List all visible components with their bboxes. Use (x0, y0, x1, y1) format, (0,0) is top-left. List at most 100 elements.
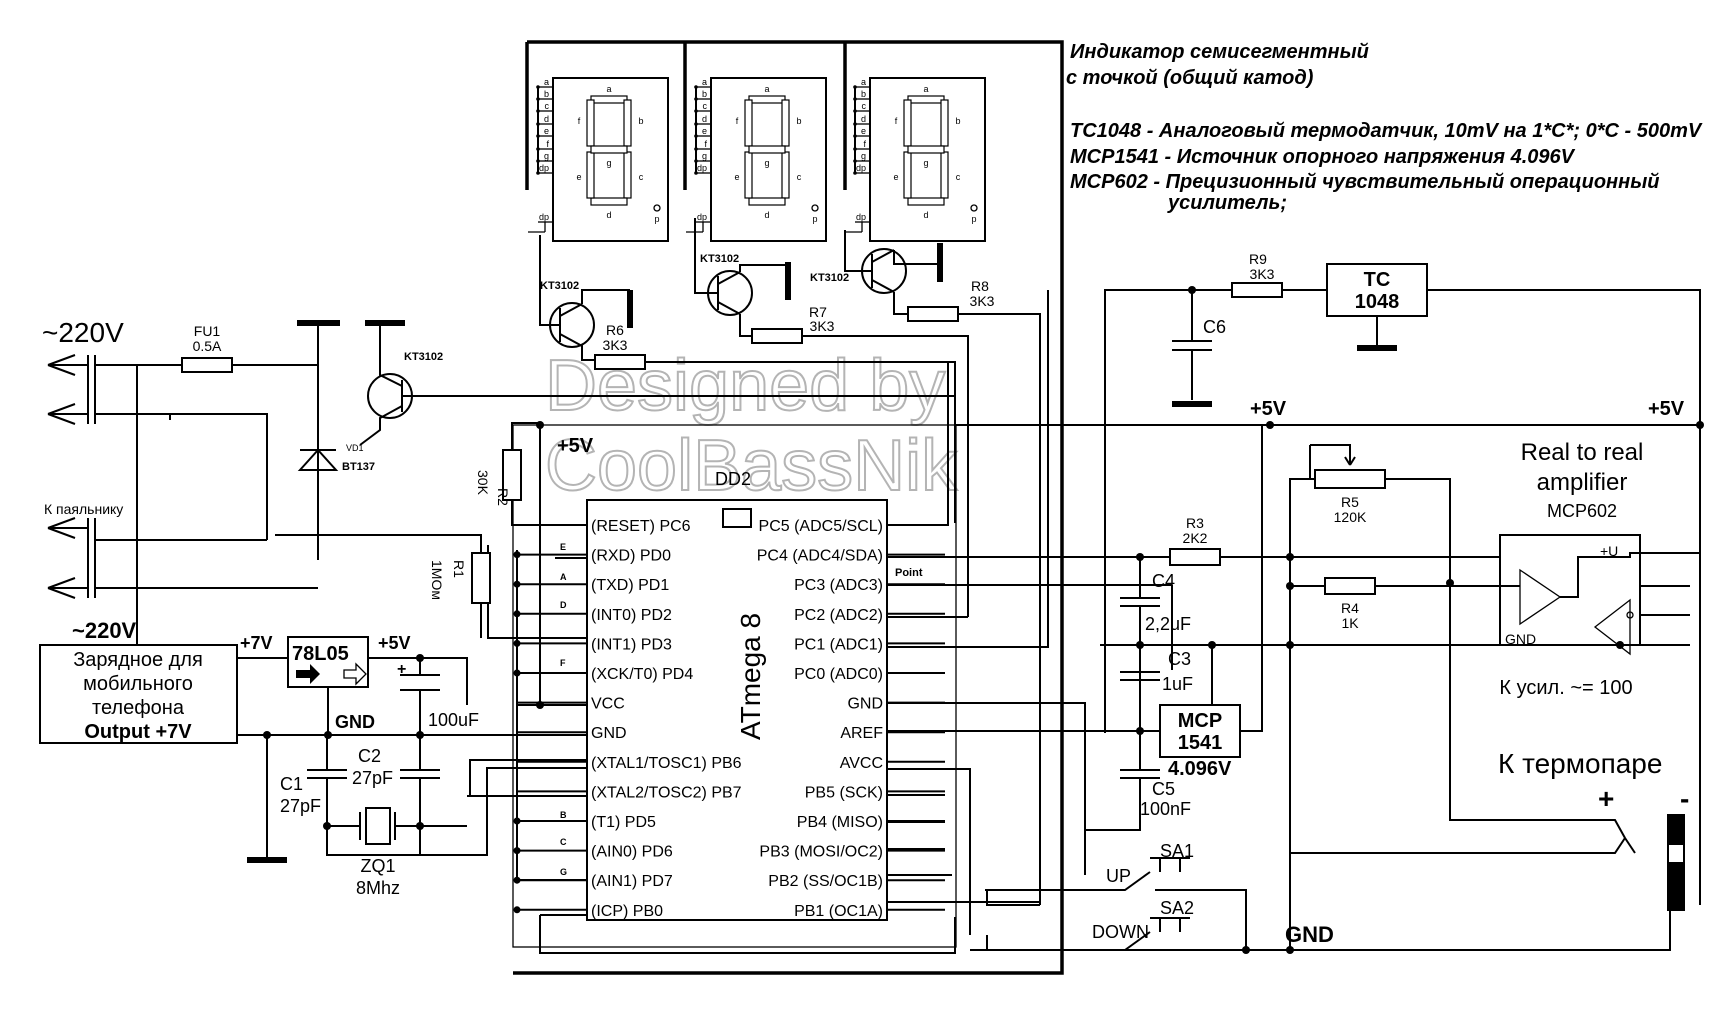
note-line2: с точкой (общий катод) (1066, 67, 1314, 89)
amp-gnd: GND (1505, 631, 1536, 647)
r3-ref: R3 (1186, 515, 1204, 531)
tc-line2: 1048 (1355, 291, 1400, 313)
mcu-right-pin-label: PC3 (ADC3) (794, 577, 883, 594)
display-pin-label: c (862, 101, 867, 111)
plus7-label: +7V (240, 633, 273, 653)
mcp-line1: MCP (1178, 710, 1222, 732)
segment-label: d (606, 210, 611, 220)
c6-label: C6 (1203, 317, 1226, 337)
display-pin-label: g (702, 151, 707, 161)
decimal-point (970, 204, 978, 212)
mcu-right-pin-label: AVCC (840, 755, 883, 772)
charger-line3: телефона (92, 697, 185, 719)
resistor-r7: R7 3K3 (751, 304, 969, 617)
mcu-supply-label: +5V (557, 435, 594, 457)
mcu-left-pin-label: (AIN1) PD7 (591, 873, 673, 890)
segment-e (586, 151, 595, 199)
segment-label: d (923, 210, 928, 220)
segment-c (940, 151, 949, 199)
mcu-left-pin-label: (INT1) PD3 (591, 636, 672, 653)
display-pin-label: a (544, 77, 549, 87)
fuse-value: 0.5A (193, 338, 222, 354)
display-pin-label: d (702, 114, 707, 124)
watermark-line2: CoolBassNik (545, 426, 958, 506)
tc-minus: - (1680, 783, 1689, 814)
segment-label: a (764, 84, 769, 94)
display-pin-label: dp (539, 163, 549, 173)
r5-body (1314, 469, 1386, 489)
display-pin-label: e (544, 126, 549, 136)
display-pin-label: dp (697, 212, 707, 222)
decimal-point (653, 204, 661, 212)
resistor-ref: R7 (809, 304, 827, 320)
display-pin-label: a (861, 77, 866, 87)
amp-plus-u: +U (1600, 543, 1618, 559)
r3-value: 2K2 (1183, 530, 1208, 546)
display-pin-label: d (861, 114, 866, 124)
resistor-ref: R1 (451, 560, 467, 578)
segment-f (744, 99, 753, 147)
mcu-left-pin-label: (RXD) PD0 (591, 548, 671, 565)
mcu-left-pin-label: (INT0) PD2 (591, 607, 672, 624)
r3-body (1169, 548, 1221, 566)
resistor-r6: R6 3K3 (594, 322, 956, 523)
segment-label: f (895, 116, 898, 126)
resistor-r2: R2 30K (475, 422, 587, 526)
segment-tags: E A D F B C G (560, 542, 567, 877)
seven-segment-displays: abcdefgdpdpabcdefgpabcdefgdpdpabcdefgpab… (528, 77, 986, 242)
gnd-rail-label: GND (1285, 922, 1334, 947)
mcu-left-pin-label: GND (591, 725, 627, 742)
watermark: Designed by CoolBassNik (544, 345, 959, 507)
c2-ref: C2 (358, 746, 381, 766)
mcu-right-pin-label: PB1 (OC1A) (794, 903, 883, 920)
sa1-label: UP (1106, 866, 1131, 886)
c2-value: 27pF (352, 768, 393, 788)
display-pin-label: e (702, 126, 707, 136)
regulator-label: 78L05 (292, 643, 349, 665)
mcp-line2: 1541 (1178, 732, 1223, 754)
tc-line1: TC (1364, 269, 1391, 291)
resistor-r1: R1 1MOм (275, 534, 491, 638)
segment-a (590, 95, 628, 104)
segment-label: e (893, 172, 898, 182)
display-body (869, 77, 986, 242)
mcu-left-pin-label: (XTAL2/TOSC2) PB7 (591, 784, 742, 801)
segment-d (590, 197, 628, 206)
segment-g (748, 145, 786, 154)
display-pin-label: e (861, 126, 866, 136)
mcu-left-pin-label: (AIN0) PD6 (591, 844, 673, 861)
note-line1: Индикатор семисегментный (1070, 41, 1369, 63)
r5-ref: R5 (1341, 494, 1359, 510)
note-line3: TC1048 - Аналоговый термодатчик, 10mV на… (1070, 120, 1703, 142)
plus5a-label: +5V (1250, 398, 1287, 420)
r4-value: 1K (1341, 615, 1359, 631)
segment-label: p (971, 214, 976, 224)
display-enclosure (513, 40, 1064, 975)
triac-ref: VD1 (346, 443, 364, 453)
display-body (710, 77, 827, 242)
charger-box (39, 644, 238, 744)
tag-a: A (560, 572, 567, 582)
plus5b-label: +5V (1648, 398, 1685, 420)
segment-label: p (654, 214, 659, 224)
display-pin-label: d (544, 114, 549, 124)
segment-label: p (812, 214, 817, 224)
display-pin-label: f (863, 139, 866, 149)
thermocouple-label: К термопаре (1498, 748, 1662, 779)
resistor-value: 3K3 (810, 318, 835, 334)
mcu-left-pin-label: VCC (591, 696, 625, 713)
segment-label: g (764, 158, 769, 168)
control-transistor-label: KT3102 (404, 351, 443, 363)
fuse-body (181, 357, 233, 373)
r5-value: 120K (1334, 509, 1367, 525)
segment-g (907, 145, 945, 154)
charger-line1: Зарядное для (73, 649, 203, 671)
triac-name: BT137 (342, 461, 375, 473)
digit-transistor-2: KT3102 (694, 218, 791, 337)
segment-label: e (734, 172, 739, 182)
note-line6: усилитель; (1167, 192, 1287, 214)
tag-f: F (560, 658, 566, 668)
